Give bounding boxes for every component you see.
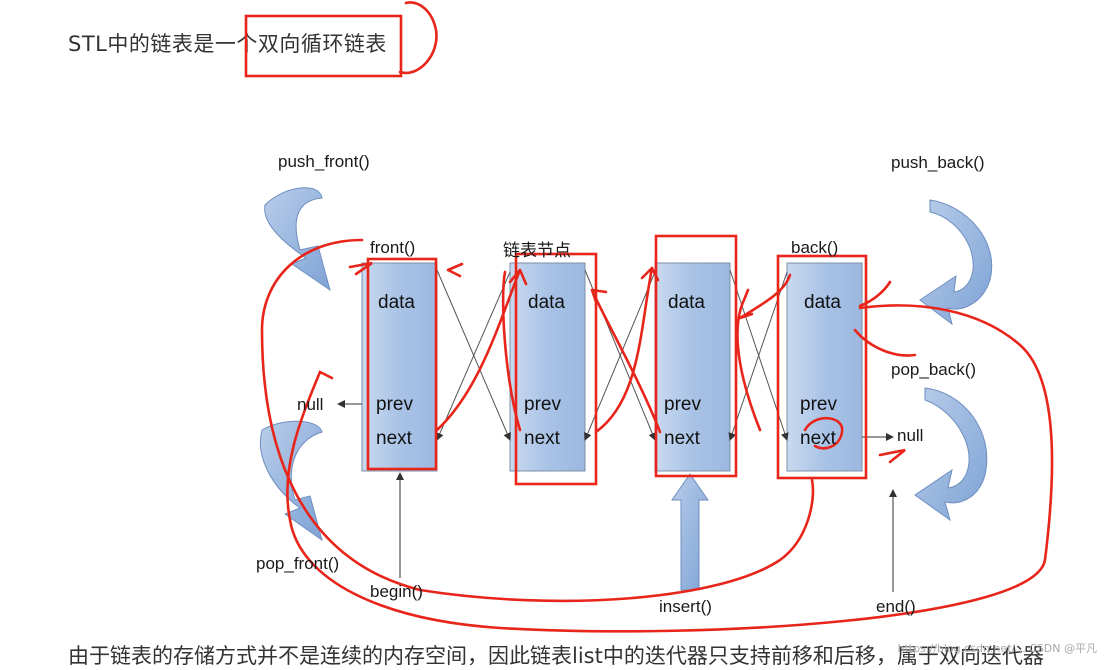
front-label: front() bbox=[370, 238, 416, 257]
list-node-4 bbox=[786, 262, 863, 472]
insert-label: insert() bbox=[659, 597, 712, 616]
red-annotations bbox=[244, 1, 1054, 633]
circular-link-right bbox=[286, 304, 1054, 633]
node-1-next: next bbox=[376, 428, 412, 449]
back-label: back() bbox=[791, 238, 839, 257]
node-3-prev: prev bbox=[664, 394, 701, 415]
node-4-data: data bbox=[804, 292, 841, 313]
null-left-label: null bbox=[297, 395, 324, 414]
node-2-data: data bbox=[528, 292, 565, 313]
push-front-arrow bbox=[264, 187, 331, 292]
node-1-data: data bbox=[378, 292, 415, 313]
list-node-2 bbox=[509, 262, 586, 472]
pop-back-arrow bbox=[914, 387, 988, 522]
node-4-highlight bbox=[776, 254, 868, 480]
begin-label: begin() bbox=[370, 582, 423, 601]
watermark: https://blog.csdn.net/... CSDN @平凡 bbox=[897, 642, 1097, 655]
node-3-data: data bbox=[668, 292, 705, 313]
null-right-label: null bbox=[897, 426, 924, 445]
push-back-label: push_back() bbox=[891, 153, 985, 172]
node-title-label: 链表节点 bbox=[503, 241, 571, 260]
node-3-next: next bbox=[664, 428, 700, 449]
node-2-highlight bbox=[514, 252, 598, 486]
node-1-prev: prev bbox=[376, 394, 413, 415]
heading-scribble bbox=[398, 1, 438, 75]
node-2-prev: prev bbox=[524, 394, 561, 415]
next-loop-scribble bbox=[803, 416, 844, 450]
push-back-arrow bbox=[919, 199, 993, 326]
node-3-highlight bbox=[654, 234, 738, 478]
list-node-1 bbox=[361, 262, 438, 472]
node-4-next: next bbox=[800, 428, 836, 449]
node-4-prev: prev bbox=[800, 394, 837, 415]
circular-link-outer bbox=[260, 238, 815, 603]
push-front-label: push_front() bbox=[278, 152, 370, 171]
node-1-highlight bbox=[366, 257, 438, 471]
heading-highlight-box bbox=[244, 14, 403, 78]
page-heading: STL中的链表是一个双向循环链表 bbox=[68, 32, 387, 56]
list-node-3 bbox=[654, 262, 731, 472]
node-2-next: next bbox=[524, 428, 560, 449]
insert-arrow bbox=[671, 473, 709, 591]
pop-front-label: pop_front() bbox=[256, 554, 340, 573]
pop-back-label: pop_back() bbox=[891, 360, 977, 379]
end-label: end() bbox=[876, 597, 916, 616]
